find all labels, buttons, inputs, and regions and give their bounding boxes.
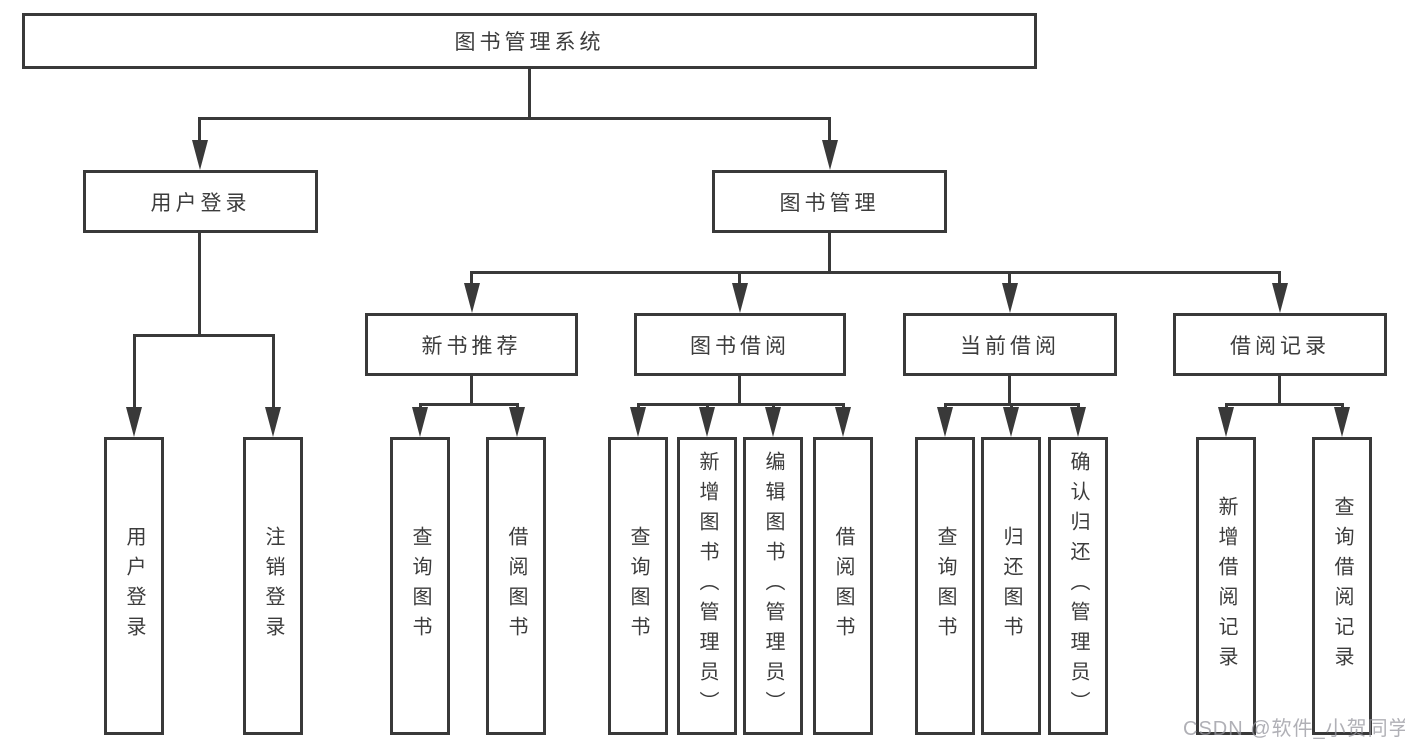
connector-line <box>1077 403 1080 410</box>
node-root: 图书管理系统 <box>22 13 1037 69</box>
connector-line <box>738 271 741 286</box>
arrow-down-icon <box>126 407 142 437</box>
arrow-down-icon <box>1272 283 1288 313</box>
node-leaf-borrow-books: 借阅图书 <box>813 437 873 735</box>
node-leaf-query-books-recommend: 查询图书 <box>390 437 450 735</box>
node-borrow-records-label: 借阅记录 <box>1230 334 1330 358</box>
node-leaf-user-login-label: 用户登录 <box>123 526 145 646</box>
node-leaf-query-books-borrow: 查询图书 <box>608 437 668 735</box>
node-user-login-label: 用户登录 <box>150 191 251 215</box>
node-leaf-add-books-admin-label: 新增图书（管理员） <box>696 451 718 721</box>
connector-line <box>198 233 201 336</box>
node-leaf-confirm-return-admin: 确认归还（管理员） <box>1048 437 1108 735</box>
connector-line <box>706 403 709 410</box>
arrow-down-icon <box>699 407 715 437</box>
connector-line <box>1225 403 1343 406</box>
connector-line <box>637 403 640 410</box>
node-root-label: 图书管理系统 <box>454 31 605 54</box>
connector-line <box>772 403 775 410</box>
connector-line <box>516 403 519 410</box>
arrow-down-icon <box>765 407 781 437</box>
node-leaf-edit-books-admin: 编辑图书（管理员） <box>743 437 803 735</box>
node-book-management: 图书管理 <box>712 170 947 233</box>
arrow-down-icon <box>265 407 281 437</box>
connector-line <box>198 117 831 120</box>
node-current-borrow-label: 当前借阅 <box>960 334 1060 358</box>
connector-line <box>1008 376 1011 406</box>
watermark: CSDN @软件_小贺同学 <box>1183 718 1405 740</box>
node-leaf-add-books-admin: 新增图书（管理员） <box>677 437 737 735</box>
connector-line <box>470 271 1281 274</box>
connector-line <box>419 403 422 410</box>
connector-line <box>133 334 136 409</box>
connector-line <box>1008 271 1011 286</box>
node-leaf-add-borrow-record-label: 新增借阅记录 <box>1215 496 1237 676</box>
arrow-down-icon <box>1002 283 1018 313</box>
node-leaf-query-books-recommend-label: 查询图书 <box>409 526 431 646</box>
arrow-down-icon <box>192 140 208 170</box>
node-leaf-add-borrow-record: 新增借阅记录 <box>1196 437 1256 735</box>
arrow-down-icon <box>464 283 480 313</box>
arrow-down-icon <box>630 407 646 437</box>
node-leaf-query-borrow-record: 查询借阅记录 <box>1312 437 1372 735</box>
connector-line <box>944 403 947 410</box>
node-user-login: 用户登录 <box>83 170 318 233</box>
node-leaf-borrow-books-label: 借阅图书 <box>832 526 854 646</box>
node-leaf-confirm-return-admin-label: 确认归还（管理员） <box>1067 451 1089 721</box>
connector-line <box>1225 403 1228 410</box>
node-borrow-records: 借阅记录 <box>1173 313 1387 376</box>
connector-line <box>828 117 831 143</box>
connector-line <box>842 403 845 410</box>
arrow-down-icon <box>509 407 525 437</box>
connector-line <box>528 69 531 117</box>
arrow-down-icon <box>1334 407 1350 437</box>
connector-line <box>1278 271 1281 286</box>
connector-line <box>828 233 831 274</box>
arrow-down-icon <box>822 140 838 170</box>
node-leaf-borrow-books-recommend: 借阅图书 <box>486 437 546 735</box>
connector-line <box>1010 403 1013 410</box>
node-leaf-query-borrow-record-label: 查询借阅记录 <box>1331 496 1353 676</box>
node-leaf-user-login: 用户登录 <box>104 437 164 735</box>
connector-line <box>470 271 473 286</box>
arrow-down-icon <box>1003 407 1019 437</box>
node-leaf-edit-books-admin-label: 编辑图书（管理员） <box>762 451 784 721</box>
connector-line <box>637 403 845 406</box>
node-book-borrow-label: 图书借阅 <box>690 334 790 358</box>
node-new-book-recommend-label: 新书推荐 <box>421 334 522 358</box>
node-new-book-recommend: 新书推荐 <box>365 313 578 376</box>
connector-line <box>738 376 741 406</box>
node-book-management-label: 图书管理 <box>779 191 880 215</box>
node-leaf-return-books-label: 归还图书 <box>1000 526 1022 646</box>
node-current-borrow: 当前借阅 <box>903 313 1117 376</box>
node-leaf-return-books: 归还图书 <box>981 437 1041 735</box>
arrow-down-icon <box>412 407 428 437</box>
node-leaf-logout: 注销登录 <box>243 437 303 735</box>
node-leaf-logout-label: 注销登录 <box>262 526 284 646</box>
node-leaf-query-books-current: 查询图书 <box>915 437 975 735</box>
connector-line <box>272 334 275 409</box>
arrow-down-icon <box>1070 407 1086 437</box>
connector-line <box>1341 403 1344 410</box>
connector-line <box>1278 376 1281 406</box>
node-book-borrow: 图书借阅 <box>634 313 846 376</box>
node-leaf-query-books-current-label: 查询图书 <box>934 526 956 646</box>
node-leaf-borrow-books-recommend-label: 借阅图书 <box>505 526 527 646</box>
connector-line <box>133 334 275 337</box>
connector-line <box>419 403 519 406</box>
arrow-down-icon <box>1218 407 1234 437</box>
arrow-down-icon <box>937 407 953 437</box>
connector-line <box>470 376 473 406</box>
arrow-down-icon <box>732 283 748 313</box>
arrow-down-icon <box>835 407 851 437</box>
connector-line <box>198 117 201 143</box>
node-leaf-query-books-borrow-label: 查询图书 <box>627 526 649 646</box>
